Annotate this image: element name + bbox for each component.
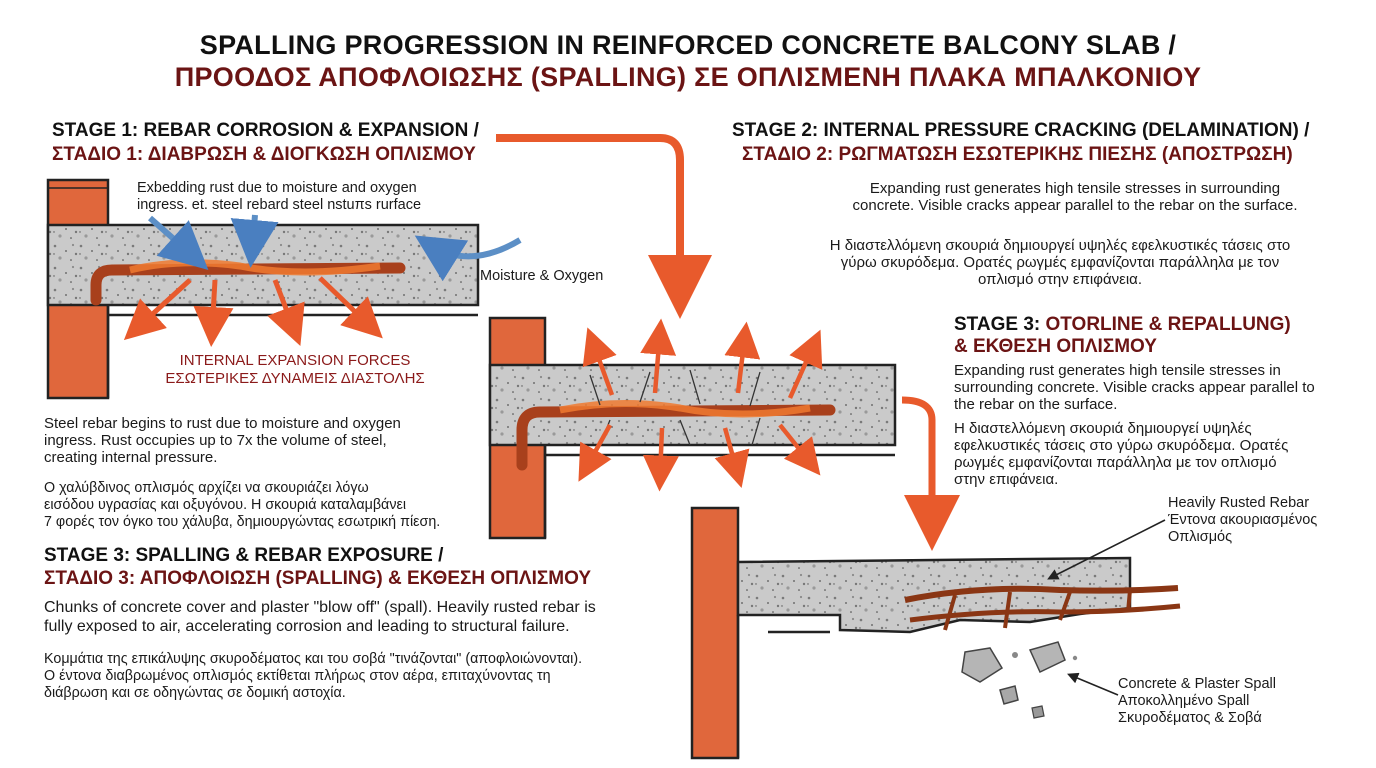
stage2-description-en: Expanding rust generates high tensile st… xyxy=(820,180,1330,214)
label-line: Αποκολλημένο Spall xyxy=(1118,693,1250,709)
stage2-pressure-arrow xyxy=(582,327,617,396)
description-line: the rebar on the surface. xyxy=(954,396,1118,413)
expansion-forces-label: INTERNAL EXPANSION FORCES ΕΣΩΤΕΡΙΚΕΣ ΔΥΝ… xyxy=(150,352,440,388)
description-line: Expanding rust generates high tensile st… xyxy=(869,180,1281,197)
stage1-expansion-arrow xyxy=(267,279,305,347)
stage1-drawing xyxy=(46,178,522,400)
description-line: στην επιφάνεια. xyxy=(954,471,1059,488)
spall-chunk xyxy=(1028,641,1066,674)
stage2-drawing xyxy=(488,316,897,540)
spall-label: Concrete & Plaster Spall Αποκολλημένο Sp… xyxy=(1118,676,1276,727)
stage2-description-gr: Η διαστελλόμενη σκουριά δημιουργεί υψηλέ… xyxy=(790,237,1330,288)
description-line: surrounding concrete. Visible cracks app… xyxy=(954,379,1315,396)
stage3-left-heading: STAGE 3: SPALLING & REBAR EXPOSURE / xyxy=(44,545,444,566)
label-line: Heavily Rusted Rebar xyxy=(1168,495,1310,511)
stage2-pressure-arrow xyxy=(578,423,612,482)
stage2-heading: STAGE 2: INTERNAL PRESSURE CRACKING (DEL… xyxy=(732,120,1310,141)
description-line: Expanding rust generates high tensile st… xyxy=(954,362,1281,379)
description-line: Ο χαλύβδινος οπλισμός αρχίζει να σκουριά… xyxy=(44,480,369,496)
description-line: Η διαστελλόμενη σκουριά δημιουργεί υψηλέ… xyxy=(829,237,1291,254)
stage1-moisture-arrow xyxy=(414,235,522,282)
expansion-forces-label-gr: ΕΣΩΤΕΡΙΚΕΣ ΔΥΝΑΜΕΙΣ ΔΙΑΣΤΟΛΗΣ xyxy=(165,370,425,387)
description-line: οπλισμό στην επιφάνεια. xyxy=(977,271,1143,288)
description-line: 7 φορές τον όγκο του χάλυβα, δημιουργώντ… xyxy=(44,514,441,530)
stage1-moisture-arrow xyxy=(148,215,209,271)
rusted-rebar-label: Heavily Rusted Rebar Έντονα ακουριασμένο… xyxy=(1168,495,1317,546)
stage3-right-heading: STAGE 3: OTORLINE & REPALLUNG) xyxy=(954,314,1291,336)
spall-chunk xyxy=(961,647,1004,683)
spall-chunk xyxy=(999,685,1019,705)
stage3-left-description-en: Chunks of concrete cover and plaster "bl… xyxy=(44,598,596,636)
description-line: concrete. Visible cracks appear parallel… xyxy=(852,197,1298,214)
stage1-description-en: Steel rebar begins to rust due to moistu… xyxy=(44,415,401,466)
stage2-pressure-arrow xyxy=(787,329,823,399)
description-line: Ο έντονα διαβρωμένος οπλισμός εκτίθεται … xyxy=(44,668,551,684)
stage3-right-description-gr: Η διαστελλόμενη σκουριά δημιουργεί υψηλέ… xyxy=(954,420,1288,488)
description-line: Η διαστελλόμενη σκουριά δημιουργεί υψηλέ… xyxy=(954,420,1252,437)
moisture-oxygen-label: Moisture & Oxygen xyxy=(480,268,604,284)
stage2-rebar xyxy=(516,404,836,471)
stage1-description-gr: Ο χαλύβδινος οπλισμός αρχίζει να σκουριά… xyxy=(44,480,440,531)
stage3-left-description-gr: Κομμάτια της επικάλυψης σκυροδέματος και… xyxy=(44,651,582,702)
label-line: Concrete & Plaster Spall xyxy=(1118,676,1276,692)
stage1-callout: Exbedding rust due to moisture and oxyge… xyxy=(137,180,421,214)
label-line: Οπλισμός xyxy=(1168,529,1233,545)
description-line: γύρω σκυρόδεμα. Ορατές ρωγμές εμφανίζοντ… xyxy=(840,254,1280,271)
description-line: εισόδου υγρασίας και οξυγόνου. Η σκουριά… xyxy=(44,497,407,513)
expansion-forces-label-en: INTERNAL EXPANSION FORCES xyxy=(179,352,411,369)
page-title: SPALLING PROGRESSION IN REINFORCED CONCR… xyxy=(199,30,1177,60)
stage2-pressure-arrow xyxy=(778,423,821,476)
stage2-pressure-arrow xyxy=(714,427,750,489)
stage3-brick-wall xyxy=(690,506,740,760)
description-line: Κομμάτια της επικάλυψης σκυροδέματος και… xyxy=(44,651,583,667)
flow-arrow-stage1-to-stage2 xyxy=(496,134,712,319)
label-line: Έντονα ακουριασμένος xyxy=(1168,512,1318,528)
stage1-heading-greek: ΣΤΑΔΙΟ 1: ΔΙΑΒΡΩΣΗ & ΔΙΟΓΚΩΣΗ ΟΠΛΙΣΜΟΥ xyxy=(52,144,476,165)
stage1-rebar xyxy=(90,262,406,306)
stage1-callout-line: ingress. et. steel rebard steel nstuπs r… xyxy=(137,197,422,213)
flow-arrow-stage2-to-stage3 xyxy=(901,396,960,551)
stage3-right-heading-prefix: STAGE 3: xyxy=(954,314,1046,335)
stage2-heading-greek: ΣΤΑΔΙΟ 2: ΡΩΓΜΑΤΩΣΗ ΕΣΩΤΕΡΙΚΗΣ ΠΙΕΣΗΣ (Α… xyxy=(742,144,1293,165)
description-line: ρωγμές εμφανίζονται παράλληλα με τον οπλ… xyxy=(954,454,1277,471)
stage3-exposed-rebar xyxy=(904,585,1179,603)
stage1-moisture-arrow xyxy=(230,214,279,268)
spall-chunk xyxy=(1031,705,1045,719)
description-line: fully exposed to air, accelerating corro… xyxy=(44,618,570,635)
description-line: ingress. Rust occupies up to 7x the volu… xyxy=(44,432,387,449)
stage2-pressure-arrow xyxy=(642,427,679,492)
stage1-expansion-arrow xyxy=(123,278,192,341)
stage3-right-heading-greek: & ΕΚΘΕΣΗ ΟΠΛΙΣΜΟΥ xyxy=(954,336,1157,357)
stage1-callout-line: Exbedding rust due to moisture and oxyge… xyxy=(137,180,417,196)
stage2-pressure-arrow xyxy=(640,318,677,394)
stage1-expansion-arrow xyxy=(318,276,383,339)
description-line: διάβρωση και σε οδηγώντας σε δομική αστο… xyxy=(44,685,346,701)
description-line: Chunks of concrete cover and plaster "bl… xyxy=(44,599,596,616)
page-title-greek: ΠΡΟΟΔΟΣ ΑΠΟΦΛΟΙΩΣΗΣ (SPALLING) ΣΕ ΟΠΛΙΣΜ… xyxy=(174,62,1202,92)
description-line: creating internal pressure. xyxy=(44,449,218,466)
stage3-right-heading-red: OTORLINE & REPALLUNG) xyxy=(1045,314,1291,335)
description-line: Steel rebar begins to rust due to moistu… xyxy=(44,415,401,432)
stage3-drawing xyxy=(690,506,1181,760)
stage1-heading: STAGE 1: REBAR CORROSION & EXPANSION / xyxy=(52,120,479,141)
label-line: Σκυροδέματος & Σοβά xyxy=(1118,710,1262,726)
stage3-left-heading-greek: ΣΤΑΔΙΟ 3: ΑΠΟΦΛΟΙΩΣΗ (SPALLING) & ΕΚΘΕΣΗ… xyxy=(44,568,592,589)
stage2-pressure-arrow xyxy=(724,321,761,394)
stage3-right-description-en: Expanding rust generates high tensile st… xyxy=(954,362,1315,413)
description-line: εφελκυστικές τάσεις στο γύρω σκυρόδεμα. … xyxy=(954,437,1289,454)
stage1-expansion-arrow xyxy=(193,279,234,347)
